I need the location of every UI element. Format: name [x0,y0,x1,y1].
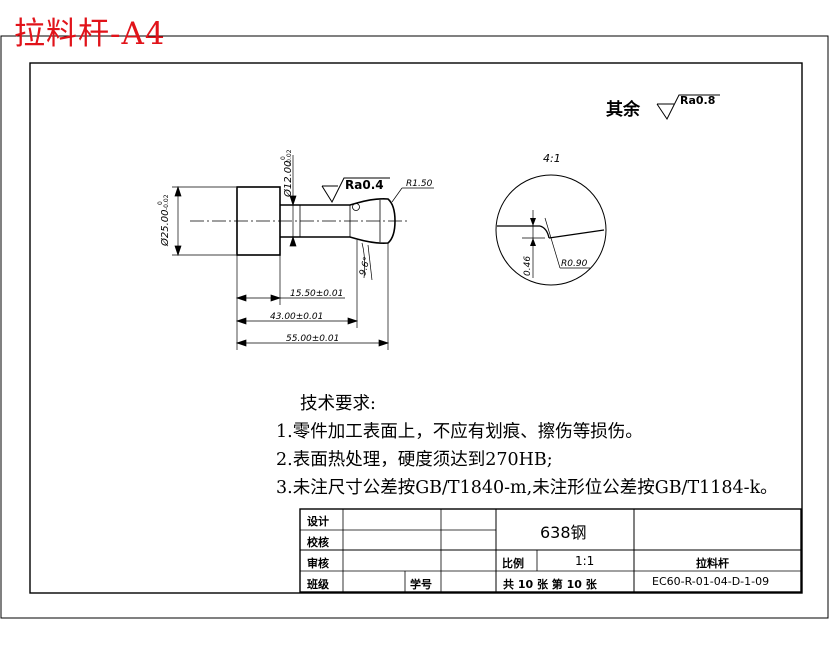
notes-heading: 技术要求: [300,394,376,414]
detail-depth-label: 0.46 [523,256,533,276]
dim-diameter-small-tol-lower: -0.02 [286,149,293,165]
outer-border [0,35,829,619]
dim-diameter-large-label: Ø25.00 [159,210,171,248]
part-profile [236,186,396,256]
roughness-symbol-icon [321,177,390,204]
technical-notes: 技术要求: 1.零件加工表面上，不应有划痕、擦伤等损伤。 2.表面热处理，硬度须… [276,390,778,502]
dim-diameter-small-tol-upper: 0 [280,156,287,160]
tb-scale-value: 1:1 [575,554,595,568]
tb-review-label: 审核 [307,557,329,570]
roughness-other-prefix: 其余 [606,100,640,120]
angle-leader [361,242,373,281]
tb-part-name: 拉料杆 [696,557,729,570]
detail-scale-label: 4:1 [543,152,561,165]
tb-class-label: 班级 [307,578,329,591]
notes-item: 3.未注尺寸公差按GB/T1840-m,未注形位公差按GB/T1184-k。 [276,478,778,498]
part-head [236,186,281,256]
radius-leader [391,187,434,203]
horizontal-dimensions [235,240,390,350]
notes-item: 1.零件加工表面上，不应有划痕、擦伤等损伤。 [276,422,643,442]
roughness-main-label: Ra0.4 [345,178,384,192]
roughness-other-label: Ra0.8 [680,94,715,107]
angle-label: 9.6° [358,256,373,277]
dim-diameter-large-tol-lower: -0.02 [163,194,170,210]
dim-length-2: 43.00±0.01 [270,312,323,322]
detail-view [495,174,607,286]
roughness-other-icon [656,94,720,120]
tb-check-label: 校核 [307,536,329,549]
dim-length-3: 55.00±0.01 [286,334,339,344]
tb-scale-label: 比例 [502,557,524,570]
dim-diameter-small-label: Ø12.00 [282,161,294,199]
document-title: 拉料杆-A4 [14,16,166,52]
radius-tip-label: R1.50 [406,179,433,189]
dim-diameter-small [289,155,297,247]
tb-sheets: 共 10 张 第 10 张 [503,578,597,591]
inner-border [29,62,803,594]
detail-marker [352,203,360,211]
tb-student-no-label: 学号 [410,578,432,591]
dim-diameter-large [172,185,236,257]
dim-length-1: 15.50±0.01 [290,289,343,299]
title-block-grid [299,508,802,593]
notes-item: 2.表面热处理，硬度须达到270HB; [276,450,553,470]
part-shank [280,198,396,244]
tb-design-label: 设计 [307,515,329,528]
dim-diameter-large-tol-upper: 0 [157,201,164,205]
tb-material: 638钢 [540,523,587,542]
detail-radius-label: R0.90 [561,259,588,269]
tb-drawing-no: EC60-R-01-04-D-1-09 [652,575,770,588]
